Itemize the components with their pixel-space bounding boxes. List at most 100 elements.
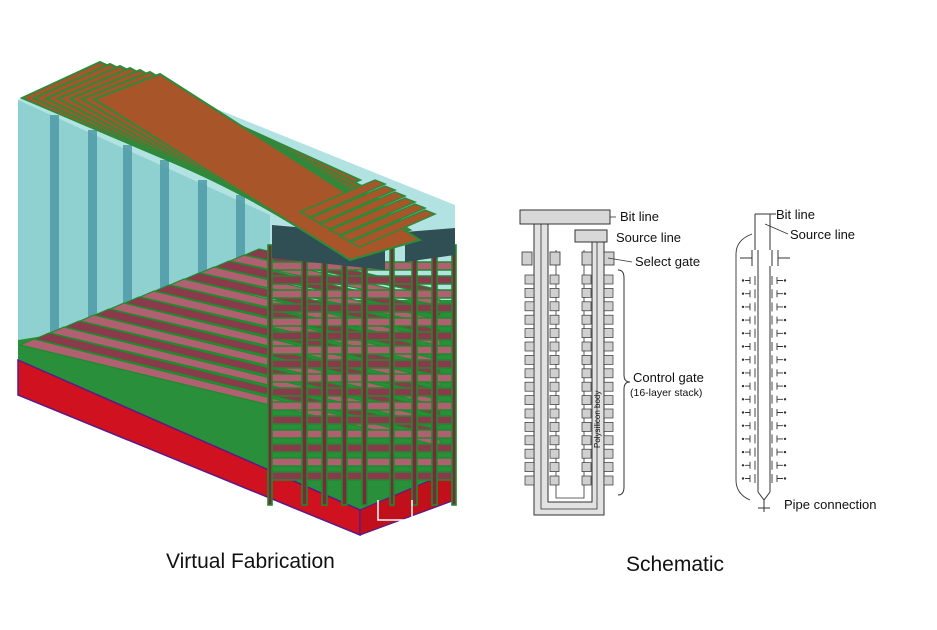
source-line-strip [328,197,417,236]
memory-cell-right [771,315,783,325]
pillar [198,180,207,315]
control-gate-block [524,462,535,472]
select-gate-block [581,251,593,266]
control-gate-block [581,408,592,419]
front-gate-layer [267,345,455,355]
memory-cell-left [745,342,756,351]
pillar [50,115,59,360]
control-gate-sublabel: (16-layer stack) [630,387,702,399]
control-gate-block [549,314,560,325]
control-gate-block [603,341,614,352]
vertical-channel [411,244,418,506]
front-gate-layer [267,331,455,341]
pillar [160,160,169,325]
control-gate-label: Control gate [633,370,704,385]
control-gate-block [524,422,535,432]
memory-cell-right [771,368,783,378]
cell-terminal-right [783,450,787,454]
vertical-channel [267,244,273,506]
control-gate-block [524,395,535,405]
nand-string-schematic [735,213,790,512]
control-gate-block [603,368,614,379]
memory-cell-right [771,408,783,417]
memory-cell-left [745,355,756,365]
vertical-channel [389,244,395,506]
control-gate-block [524,314,535,325]
cell-terminal-left [741,332,745,335]
pillar [88,130,97,345]
source-line-strip [298,179,387,218]
control-gate-block [549,422,560,432]
bit-line-label-right: Bit line [776,207,815,222]
control-gate-block [549,448,560,459]
control-gate-block [524,408,535,419]
control-gate-block [603,408,614,419]
polysilicon-body-label: Polysilicon body [593,391,602,448]
cell-terminal-left [741,305,745,309]
control-gate-block [603,274,614,285]
cell-terminal-left [741,371,745,375]
front-gate-layer [267,373,455,383]
memory-cell-right [771,474,783,483]
control-gate-block [581,314,592,325]
bit-lines [19,60,437,262]
memory-cell-left [745,315,756,325]
front-gate-layer [267,387,455,397]
cell-terminal-left [741,477,745,480]
cell-terminal-right [783,477,787,480]
memory-cell-left [745,474,756,483]
control-gate-block [603,462,614,472]
vertical-channel [321,244,328,506]
u-body-inner [540,224,598,510]
source-line-bar [574,229,608,243]
pipe-connection-label: Pipe connection [784,497,877,512]
control-gate-block [549,328,560,338]
control-gate-block [603,314,614,325]
front-gate-layer [267,471,455,481]
virtual-fabrication-render [17,60,457,537]
control-gate-block [581,448,592,459]
control-gate-block [603,422,614,432]
control-gate-block [524,475,535,486]
cell-terminal-left [741,411,745,414]
memory-cell-left [745,276,756,285]
memory-cell-right [771,421,783,431]
memory-cell-left [745,328,756,338]
cell-terminal-right [783,464,787,467]
front-gate-layer [267,303,455,313]
control-gate-block [581,381,592,392]
control-gate-block [549,274,560,285]
select-gate-leader [607,257,633,263]
memory-cell-left [745,368,756,378]
control-gate-block [524,288,535,298]
select-gate-block [521,251,533,266]
memory-cell-left [745,394,756,404]
control-gate-block [581,368,592,379]
control-gate-block [524,355,535,365]
source-line-strip [348,209,437,248]
cell-terminal-right [783,371,787,375]
cell-terminal-right [783,305,787,309]
cell-terminal-left [741,424,745,427]
control-gate-block [581,274,592,285]
cell-terminal-left [741,398,745,401]
control-gate-block [549,395,560,405]
select-gate-left-symbol [740,250,759,266]
select-gate-label: Select gate [635,254,700,269]
front-gate-layer [267,443,455,453]
cell-terminal-right [783,345,787,348]
memory-cell-right [771,447,783,457]
control-gate-block [581,422,592,432]
front-gate-layer [267,401,455,411]
control-gate-block [603,475,614,486]
control-gate-block [524,274,535,285]
control-gate-brace [617,269,631,496]
control-gate-block [549,288,560,298]
caption-schematic: Schematic [626,553,725,576]
memory-cell-right [771,289,783,299]
cell-terminal-left [741,358,745,361]
control-gate-block [524,435,535,446]
caption-virtual-fabrication: Virtual Fabrication [166,550,335,573]
cell-terminal-left [741,464,745,467]
memory-cell-left [745,302,756,312]
